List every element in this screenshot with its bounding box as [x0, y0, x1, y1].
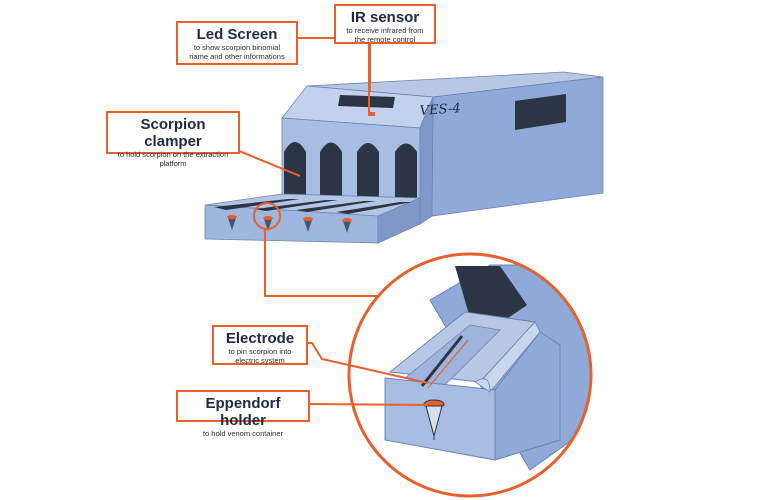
ir-sensor [368, 112, 375, 116]
callout-electrode-title: Electrode [225, 330, 295, 347]
device-body [281, 71, 604, 225]
callout-scorpion-clamper-title: Scorpion clamper [140, 116, 206, 150]
zoom-connector [264, 229, 378, 297]
zoom-target-circle [253, 202, 281, 230]
side-window [515, 94, 566, 130]
callout-ir-sensor: IR sensor to receive infrared from the r… [334, 4, 436, 44]
device-logo: VES-4 [419, 101, 461, 119]
callout-ir-sensor-title: IR sensor [350, 9, 420, 26]
callout-eppendorf-holder-title: Eppendorf holder [205, 395, 281, 429]
magnified-view [349, 254, 591, 496]
callout-scorpion-clamper-description: to hold scorpion on the extraction platf… [117, 150, 229, 168]
callout-electrode: Electrode to pin scorpion into electric … [212, 325, 308, 365]
callout-led-screen: Led Screen to show scorpion binomial nam… [176, 21, 298, 65]
callout-electrode-description: to pin scorpion into electric system [228, 347, 292, 365]
callout-eppendorf-holder-description: to hold venom container [202, 429, 284, 438]
callout-led-screen-description: to show scorpion binomial name and other… [189, 43, 285, 61]
magnified-view-border [347, 252, 593, 498]
led-screen [338, 95, 395, 108]
callout-ir-sensor-description: to receive infrared from the remote cont… [346, 26, 424, 44]
extraction-platform [204, 193, 421, 244]
callout-eppendorf-holder: Eppendorf holder to hold venom container [176, 390, 310, 438]
scorpion-clampers [284, 142, 417, 198]
callout-scorpion-clamper: Scorpion clamper to hold scorpion on the… [106, 111, 240, 168]
callout-led-screen-title: Led Screen [196, 26, 278, 43]
